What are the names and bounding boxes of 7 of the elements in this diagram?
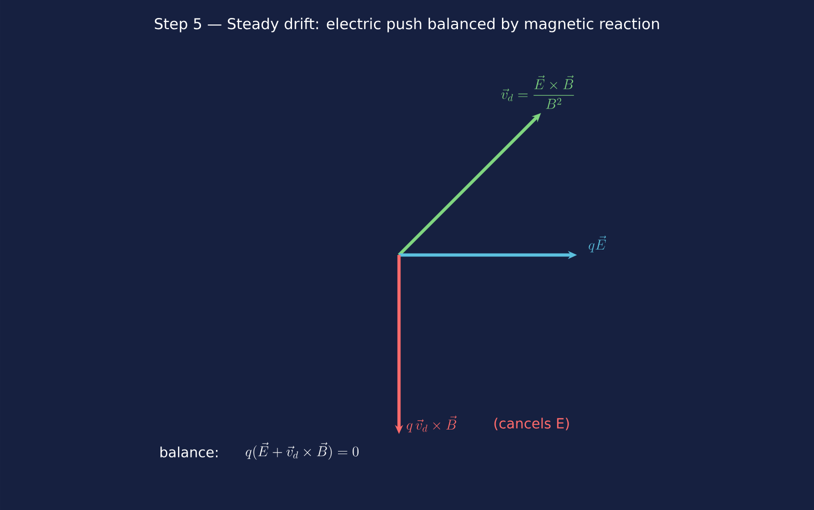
vector-label: $\vec{v}_d = \dfrac{\vec{E}\times\vec{B}}{B^2}$ bbox=[501, 75, 574, 109]
equation-label: balance: bbox=[160, 446, 218, 458]
vector-label: $q\vec{E}$ bbox=[588, 236, 606, 252]
note: (cancels E) bbox=[494, 418, 569, 430]
title: Step 5 — Steady drift: electric push balanced by magnetic reaction bbox=[154, 18, 659, 32]
vector-label: $q\,\vec{v}_d\times\vec{B}$ bbox=[406, 416, 457, 432]
equation: $q(\vec{E}+\vec{v}_d\times\vec{B})=0$ bbox=[246, 442, 359, 460]
